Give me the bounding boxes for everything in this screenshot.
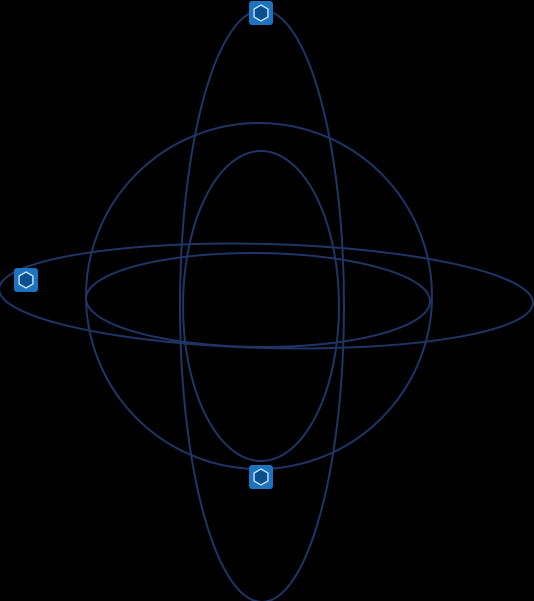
horizontal-orbit-inner xyxy=(85,251,431,349)
hexagon-icon xyxy=(253,4,269,22)
node-top xyxy=(249,1,273,25)
orbit-lines xyxy=(0,9,534,601)
node-left xyxy=(14,268,38,292)
hexagon-icon xyxy=(253,468,269,486)
sphere-outline xyxy=(85,122,433,470)
vertical-orbit-outer xyxy=(179,9,345,601)
horizontal-orbit-outer xyxy=(0,242,534,350)
vertical-orbit-inner xyxy=(182,150,340,462)
node-bottom xyxy=(249,465,273,489)
orbit-nodes xyxy=(14,1,273,489)
hexagon-icon xyxy=(18,271,34,289)
